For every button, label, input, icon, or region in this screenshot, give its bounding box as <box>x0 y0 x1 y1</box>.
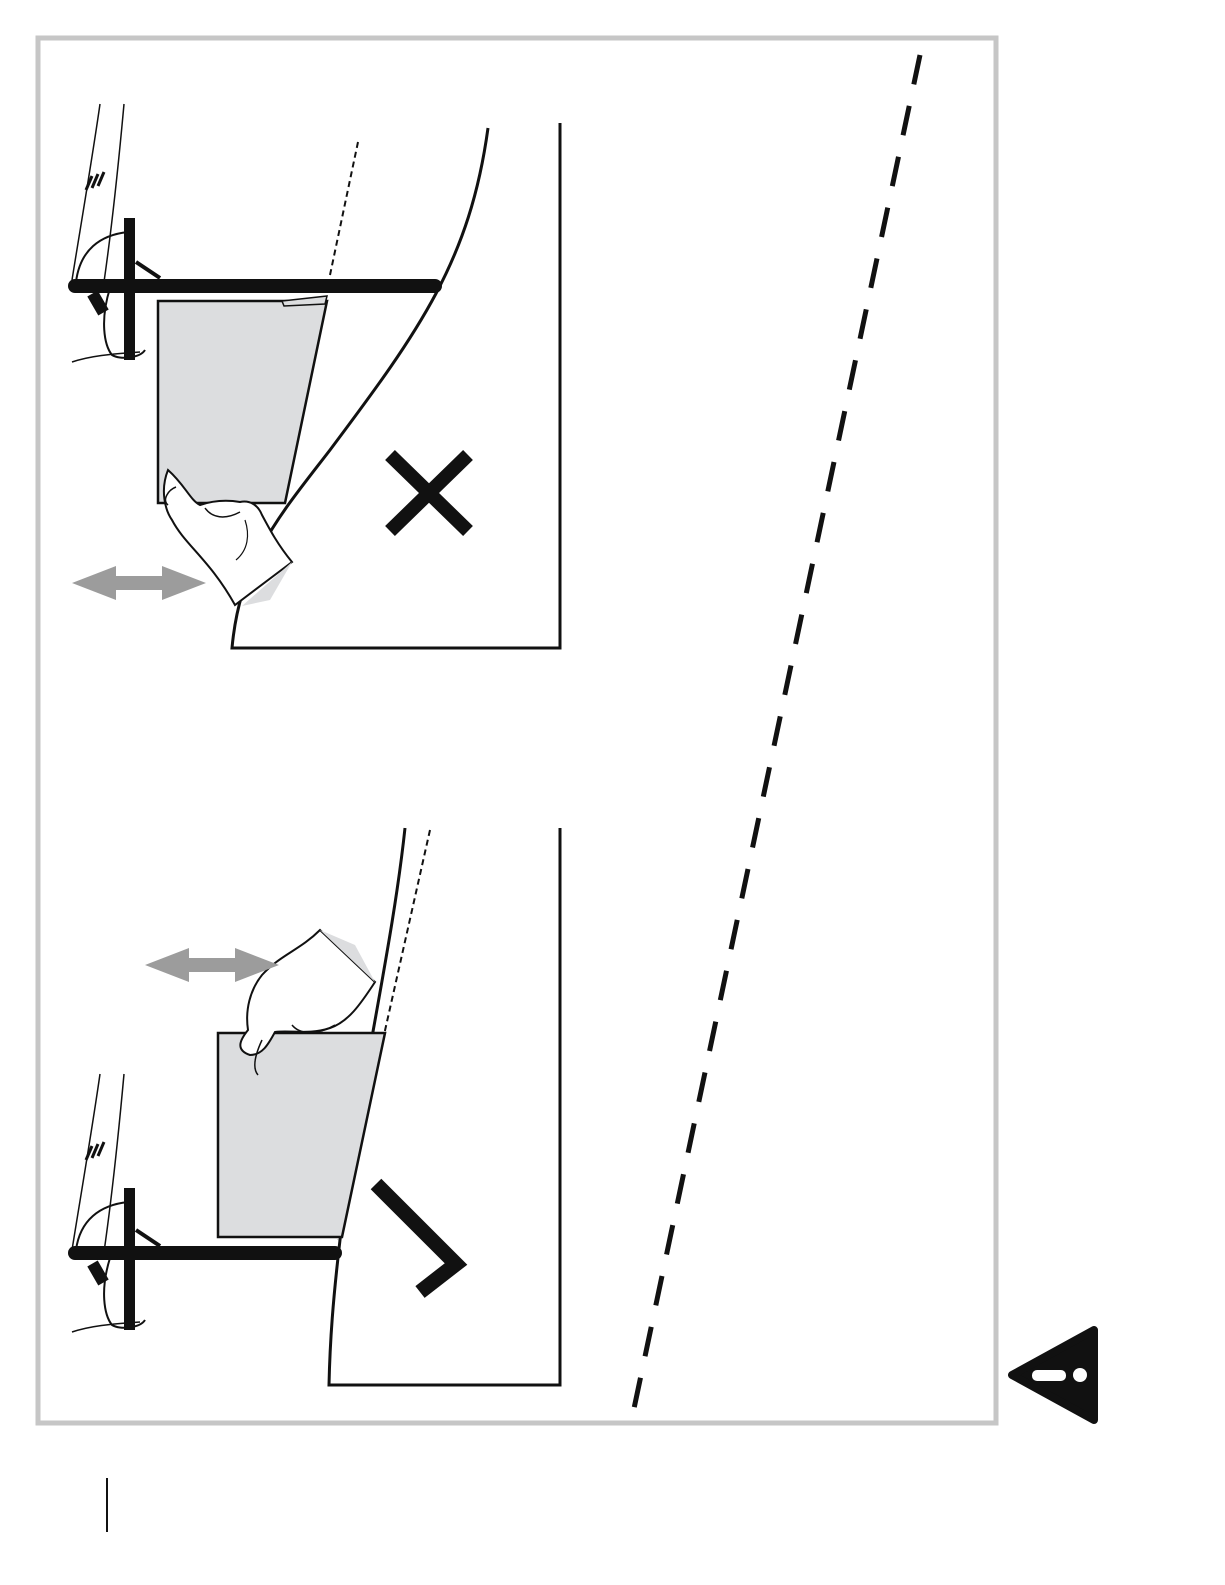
dashed-divider <box>632 55 920 1418</box>
double-arrow-bottom <box>145 948 279 982</box>
paper-sheet-top <box>158 301 327 503</box>
fold-line-top <box>330 142 358 275</box>
warning-triangle-icon <box>1012 1330 1094 1420</box>
double-arrow-top <box>72 566 206 600</box>
curtain-rod-top <box>68 279 442 293</box>
curtain-rod-bottom <box>68 1246 342 1260</box>
panel-correct <box>68 828 560 1385</box>
panel-incorrect <box>68 104 560 648</box>
